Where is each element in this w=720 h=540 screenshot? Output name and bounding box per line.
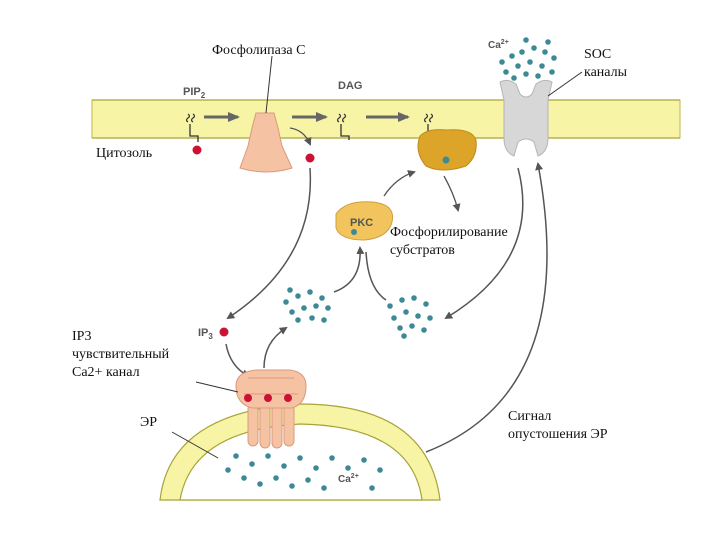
soc-label-line1: SOC [584, 47, 611, 62]
extracellular-calcium [499, 37, 557, 81]
ca-extracellular-label: Ca2+ [488, 39, 509, 51]
dag-lipid [336, 113, 350, 140]
er-depletion-signal-arrow [425, 162, 548, 453]
pkc-inactive-ca-dot [351, 229, 357, 235]
pip2-label: PIP2 [183, 86, 206, 100]
ip3-receptor-channel [235, 369, 307, 449]
phosphorylation-label-line2: субстратов [390, 243, 455, 258]
calcium-to-pkc-arrow-right [365, 251, 387, 301]
er-calcium [225, 453, 383, 491]
soc-pointer [547, 71, 583, 97]
pkc-active [417, 129, 477, 171]
pip2-headgroup-dot [192, 145, 202, 155]
ca-er-label: Ca2+ [338, 473, 359, 485]
calcium-to-pkc-arrow-left [333, 246, 365, 293]
phosphorylation-label-line1: Фосфорилирование [390, 225, 508, 240]
ip3-label: IP3 [198, 327, 213, 341]
er-pointer [171, 431, 219, 459]
ip3-to-channel-arrow [226, 167, 312, 320]
cytosol-label: Цитозоль [96, 146, 152, 161]
ip3-at-channel-dot [219, 327, 229, 337]
plasma-membrane [91, 99, 681, 139]
phospholipase-pointer [265, 55, 273, 114]
pkc-label: PKC [350, 217, 373, 229]
released-calcium-left [283, 287, 331, 323]
phospholipase-c-label: Фосфолипаза С [212, 43, 305, 58]
soc-label-line2: каналы [584, 65, 628, 80]
influx-calcium-right [387, 295, 433, 339]
pkc-inactive [335, 201, 394, 241]
pip2-lipid [185, 113, 199, 142]
soc-channel [499, 79, 553, 157]
ip3-channel-label-line2: чувствительный [72, 347, 170, 362]
signal-label-line1: Сигнал [508, 409, 551, 424]
dag-label: DAG [338, 80, 362, 92]
phospholipase-c-enzyme [239, 112, 293, 173]
ip3-release-arrow [289, 127, 312, 146]
phosphorylation-arrow [443, 175, 461, 212]
ip3-channel-pointer [195, 381, 239, 393]
pkc-activation-arrow [383, 170, 416, 197]
endoplasmic-reticulum [159, 403, 441, 501]
ip3-dot [305, 153, 315, 163]
er-label: ЭР [140, 415, 157, 430]
signal-label-line2: опустошения ЭР [508, 427, 608, 442]
ip3-channel-label-line3: Ca2+ канал [72, 365, 140, 380]
ip3-binding-arrow [225, 343, 250, 377]
er-release-arrow [263, 326, 288, 369]
soc-influx-arrow [444, 167, 524, 320]
pkc-active-ca-dot [442, 156, 450, 164]
ip3-channel-label-line1: IP3 [72, 329, 91, 344]
